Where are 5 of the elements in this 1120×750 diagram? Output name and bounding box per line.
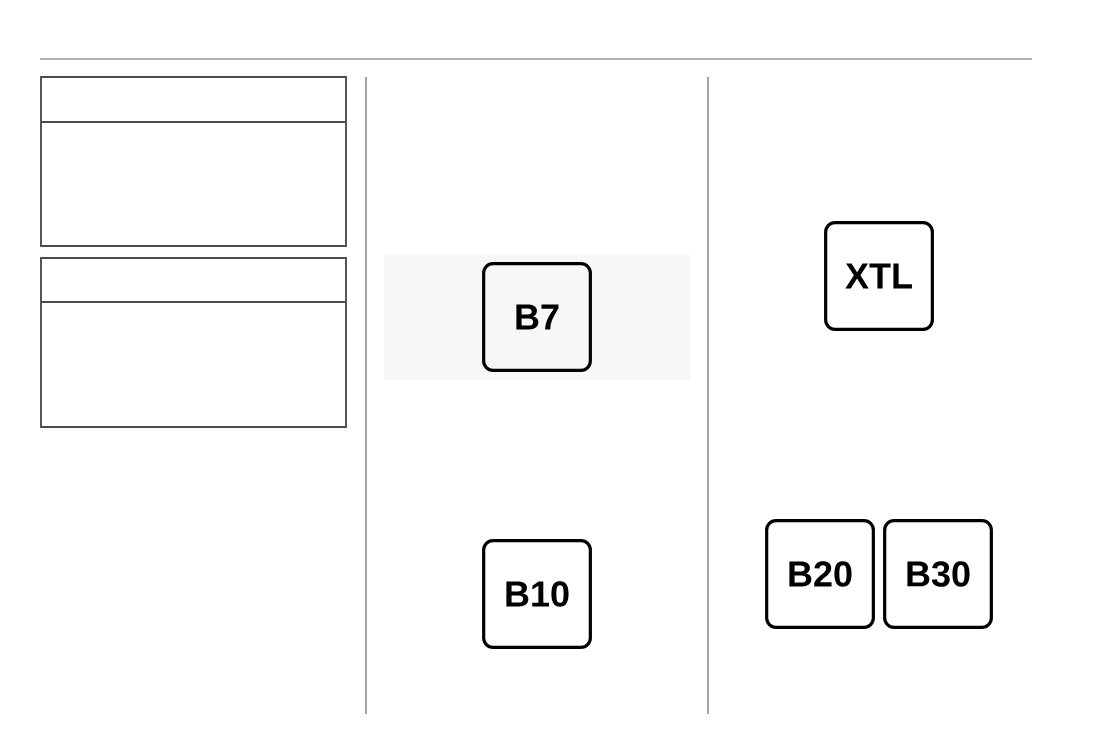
fuel-label: B10 <box>482 539 592 649</box>
fuel-label: B7 <box>482 262 592 372</box>
fuel-label: B30 <box>883 519 993 629</box>
fuel-label: XTL <box>824 221 934 331</box>
fuel-label: B20 <box>765 519 875 629</box>
